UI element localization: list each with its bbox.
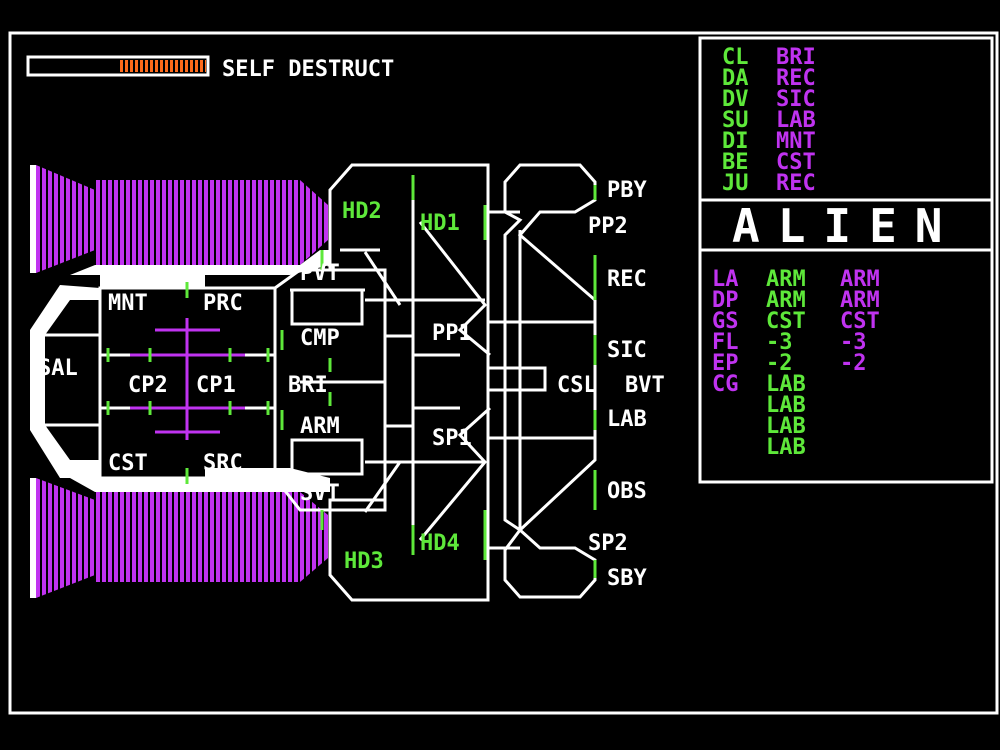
status-code: EP: [712, 351, 739, 376]
room-label-hd1: HD1: [420, 211, 460, 236]
status-code: LA: [712, 267, 739, 292]
self-destruct-gauge: [26, 55, 210, 77]
crew-code: SU: [722, 108, 749, 133]
status-value-a: LAB: [766, 393, 806, 418]
room-label-pp1: PP1: [432, 321, 472, 346]
room-label-obs: OBS: [607, 479, 647, 504]
room-label-mnt: MNT: [108, 291, 148, 316]
status-value-a: CST: [766, 309, 806, 334]
room-label-sp2: SP2: [588, 531, 628, 556]
room-label-prc: PRC: [203, 291, 243, 316]
status-value-b: -3: [840, 330, 867, 355]
status-value-b: ARM: [840, 267, 880, 292]
crew-code: DA: [722, 66, 749, 91]
crew-roster: CL BRI DA REC DV SIC SU LAB DI MNT BE CST JU REC: [722, 45, 816, 196]
room-label-hd3: HD3: [344, 549, 384, 574]
status-value-b: -2: [840, 351, 867, 376]
status-value-a: -3: [766, 330, 793, 355]
room-label-rec: REC: [607, 267, 647, 292]
status-code: FL: [712, 330, 739, 355]
info-panel: [698, 36, 994, 484]
mid-deck-walls: [273, 163, 490, 602]
status-value-a: LAB: [766, 372, 806, 397]
room-label-bvt: BVT: [625, 373, 665, 398]
room-label-csl: CSL: [557, 373, 597, 398]
crew-code: DI: [722, 129, 749, 154]
room-label-sic: SIC: [607, 338, 647, 363]
status-value-a: -2: [766, 351, 793, 376]
room-label-pvt: PVT: [300, 261, 340, 286]
room-label-cst: CST: [108, 451, 148, 476]
crew-code: CL: [722, 45, 749, 70]
self-destruct-gauge-fill: [119, 60, 206, 72]
crew-room: REC: [776, 66, 816, 91]
crew-room: SIC: [776, 87, 816, 112]
room-label-lab: LAB: [607, 407, 647, 432]
screen-border: [8, 31, 999, 715]
self-destruct-label: SELF DESTRUCT: [222, 57, 394, 82]
status-value-a: ARM: [766, 288, 806, 313]
crew-room: MNT: [776, 129, 816, 154]
room-label-arm: ARM: [300, 414, 340, 439]
status-value-a: LAB: [766, 435, 806, 460]
room-label-svt: SVT: [300, 481, 340, 506]
room-label-cp1: CP1: [196, 373, 236, 398]
status-code: DP: [712, 288, 739, 313]
status-value-a: ARM: [766, 267, 806, 292]
status-code: CG: [712, 372, 739, 397]
room-label-src: SRC: [203, 451, 243, 476]
status-value-b: ARM: [840, 288, 880, 313]
mid-deck-doors: [280, 175, 487, 560]
game-title: ALIEN: [732, 199, 960, 253]
upper-engine: [30, 165, 328, 273]
mid-corridors: [340, 200, 492, 541]
status-code: GS: [712, 309, 739, 334]
room-label-cmp: CMP: [300, 326, 340, 351]
self-destruct-gauge-frame: [26, 55, 210, 77]
room-label-sp1: SP1: [432, 426, 472, 451]
crew-code: DV: [722, 87, 749, 112]
room-label-pp2: PP2: [588, 214, 628, 239]
crew-room: CST: [776, 150, 816, 175]
room-label-bri: BRI: [288, 373, 328, 398]
crew-code: BE: [722, 150, 749, 175]
status-value-a: LAB: [766, 414, 806, 439]
title-band: [710, 203, 958, 247]
room-label-sal: SAL: [38, 356, 78, 381]
crew-room: LAB: [776, 108, 816, 133]
crew-room: REC: [776, 171, 816, 196]
room-label-sby: SBY: [607, 566, 647, 591]
crew-room: BRI: [776, 45, 816, 70]
room-label-hd4: HD4: [420, 531, 460, 556]
room-label-cp2: CP2: [128, 373, 168, 398]
status-value-b: CST: [840, 309, 880, 334]
lower-engine: [30, 478, 328, 598]
room-label-pby: PBY: [607, 178, 647, 203]
left-deck-doors: [106, 282, 270, 484]
crew-code: JU: [722, 171, 749, 196]
room-label-hd2: HD2: [342, 199, 382, 224]
